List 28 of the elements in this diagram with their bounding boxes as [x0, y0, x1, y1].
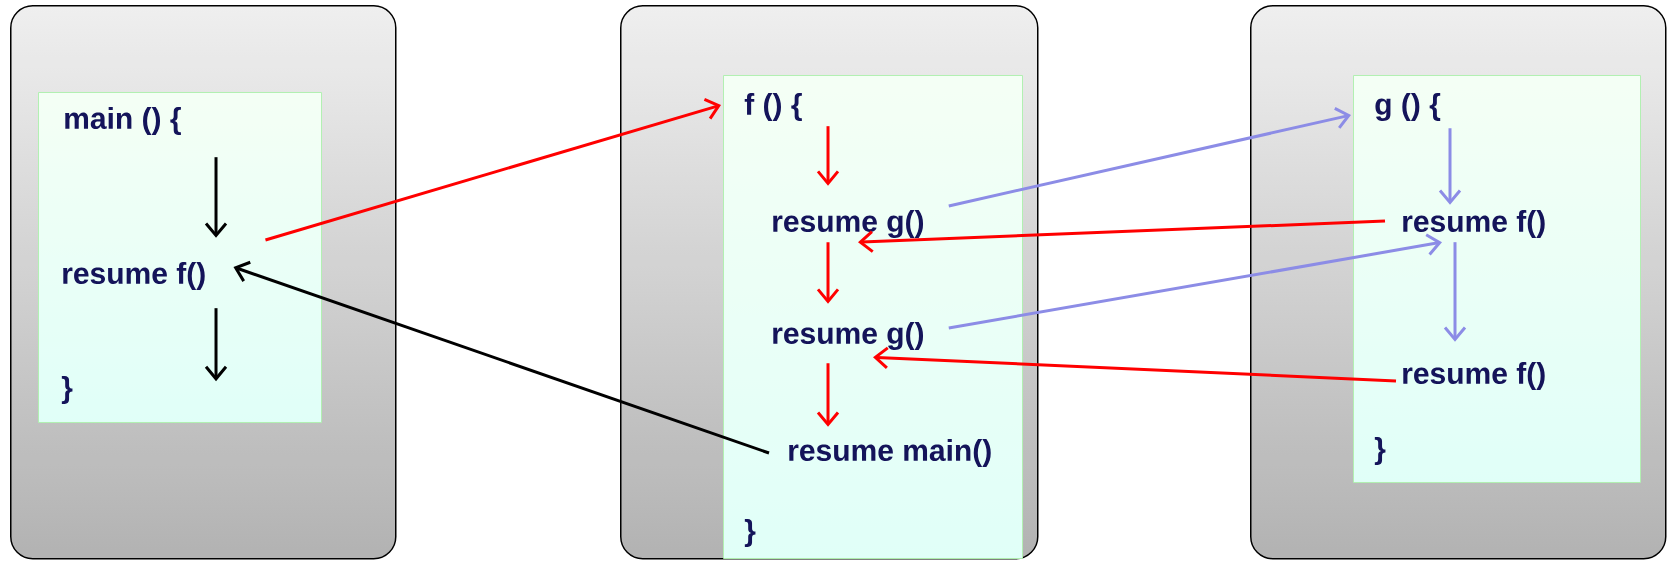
code-line: f () { [744, 93, 802, 121]
arrow [816, 363, 840, 427]
code-line: } [744, 519, 756, 547]
code-box [1353, 75, 1641, 483]
code-line: resume f() [1403, 362, 1545, 390]
arrow [816, 242, 840, 304]
code-line: resume g() [773, 209, 924, 239]
code-line: resume f() [1403, 210, 1545, 238]
arrow [1443, 242, 1467, 342]
arrow [816, 126, 840, 186]
arrow [873, 346, 1397, 383]
arrow [204, 157, 228, 238]
arrow [1438, 128, 1462, 205]
arrow [204, 308, 228, 382]
code-line: main () { [65, 107, 181, 135]
arrow [233, 260, 770, 455]
code-line: g () { [1375, 92, 1441, 122]
code-box [38, 92, 322, 423]
arrow [948, 233, 1442, 330]
code-line: resume g() [773, 321, 924, 351]
arrow [948, 107, 1351, 208]
code-line: } [61, 376, 73, 404]
arrow [858, 219, 1386, 253]
arrow [265, 98, 721, 242]
code-line: resume f() [63, 262, 205, 290]
code-box [723, 75, 1023, 559]
code-line: } [1374, 437, 1386, 465]
code-line: resume main() [789, 439, 991, 467]
